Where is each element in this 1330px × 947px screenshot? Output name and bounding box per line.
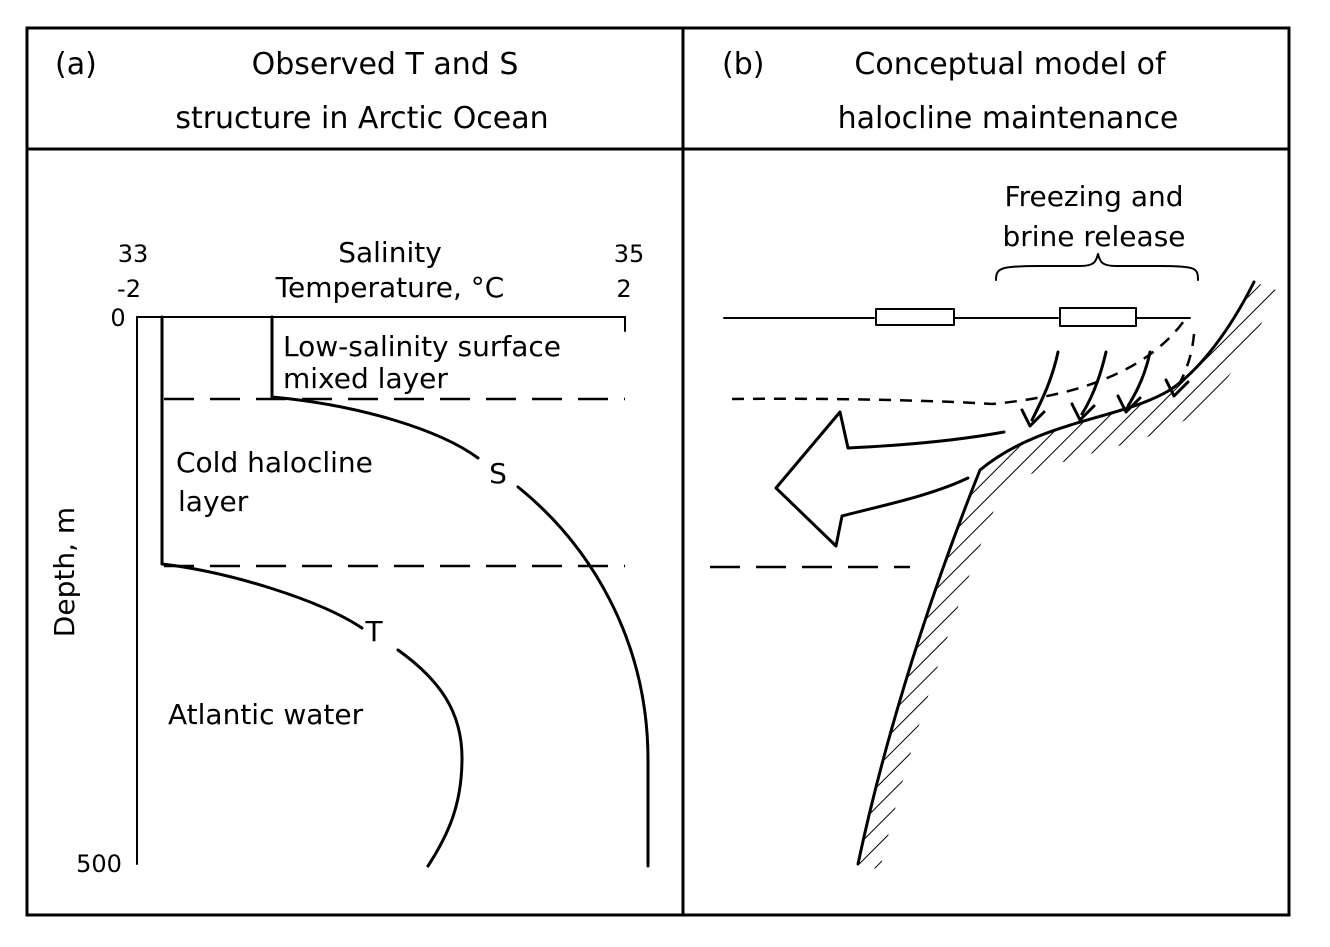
panel-a-header: (a) Observed T and S structure in Arctic… xyxy=(55,47,549,136)
figure-frame xyxy=(25,26,1291,917)
panel-b-title-line2: halocline maintenance xyxy=(838,101,1179,136)
panel-b-title-line1: Conceptual model of xyxy=(854,47,1167,82)
panel-a-title-line2: structure in Arctic Ocean xyxy=(175,101,548,136)
panel-b-tag: (b) xyxy=(722,47,764,82)
depth-bottom-label: 500 xyxy=(76,850,122,878)
brine-arrow-4 xyxy=(1174,333,1196,391)
surface-layer-label-line1: Low-salinity surface xyxy=(283,330,561,363)
shelf-hatching xyxy=(858,282,1276,870)
brine-arrow-2 xyxy=(1080,350,1108,416)
atlantic-water-label: Atlantic water xyxy=(168,698,364,731)
halocline-layer-label-line1: Cold halocline xyxy=(176,446,373,479)
freezing-label-line1: Freezing and xyxy=(1005,180,1184,213)
temperature-curve-lower xyxy=(396,648,464,868)
depth-top-label: 0 xyxy=(110,304,125,332)
panel-b-header: (b) Conceptual model of halocline mainte… xyxy=(722,47,1178,136)
brine-arrowhead-1 xyxy=(1020,408,1046,428)
salinity-curve-upper xyxy=(270,315,480,460)
temperature-axis-title: Temperature, °C xyxy=(275,271,505,304)
freezing-brace xyxy=(995,253,1199,281)
temperature-curve-upper xyxy=(160,315,364,630)
shelf-slope-line xyxy=(856,280,1256,866)
brine-arrowhead-2 xyxy=(1070,402,1096,422)
temperature-max-label: 2 xyxy=(616,275,631,303)
brine-arrowhead-3 xyxy=(1116,394,1142,414)
mixed-layer-boundary xyxy=(731,317,1188,406)
salinity-curve-lower xyxy=(516,485,650,868)
brine-arrow-1 xyxy=(1030,350,1060,422)
depth-axis-title: Depth, m xyxy=(48,507,81,637)
salinity-min-label: 33 xyxy=(118,240,149,268)
panel-a-tag: (a) xyxy=(55,47,97,82)
ice-floe-1 xyxy=(875,308,955,326)
temperature-curve-label: T xyxy=(364,615,383,648)
brine-arrows xyxy=(1020,333,1196,428)
halocline-outflow-arrow xyxy=(774,410,1006,548)
surface-layer-label-line2: mixed layer xyxy=(283,362,448,395)
panel-a-title-line1: Observed T and S xyxy=(252,47,519,82)
panel-b-model: Freezing and brine release xyxy=(710,180,1276,870)
halocline-layer-label-line2: layer xyxy=(178,485,249,518)
panel-a-profile: 33 35 Salinity -2 2 Temperature, °C 0 50… xyxy=(48,236,650,878)
freezing-label-line2: brine release xyxy=(1002,220,1185,253)
salinity-max-label: 35 xyxy=(614,240,645,268)
brine-arrowhead-4 xyxy=(1164,378,1190,398)
temperature-min-label: -2 xyxy=(117,275,141,303)
salinity-axis-title: Salinity xyxy=(338,236,442,269)
ice-floe-2 xyxy=(1059,307,1137,327)
brine-arrow-3 xyxy=(1126,350,1152,408)
salinity-curve-label: S xyxy=(489,457,507,490)
